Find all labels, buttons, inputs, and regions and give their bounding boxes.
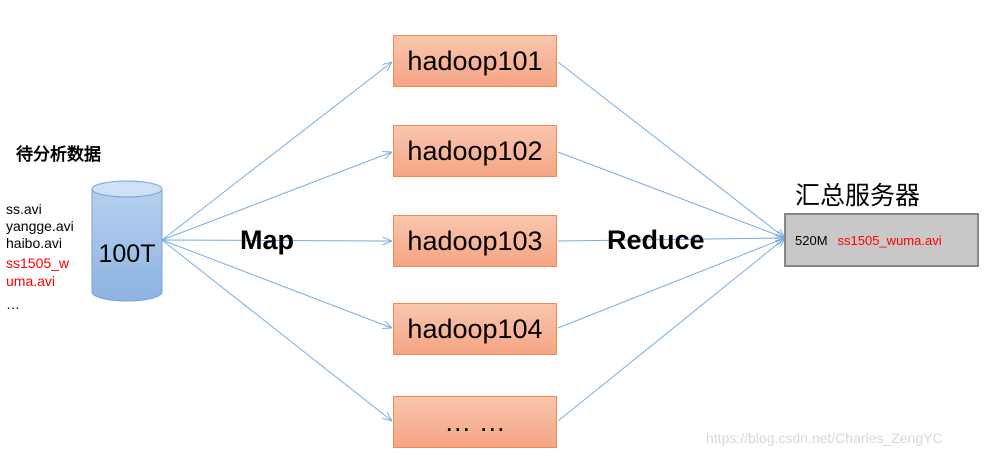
source-data-title: 待分析数据 (16, 145, 101, 164)
server-title: 汇总服务器 (795, 182, 921, 210)
result-size: 520M (795, 232, 828, 248)
map-arrow (161, 236, 393, 246)
node-hadoop104: hadoop104 (393, 303, 557, 355)
file-item: yangge.avi (6, 218, 74, 234)
database-cylinder-icon (91, 180, 163, 302)
map-arrow (161, 61, 393, 241)
map-label: Map (240, 225, 294, 255)
node-hadoop101: hadoop101 (393, 35, 557, 87)
node-more: … … (393, 396, 557, 448)
map-arrow (161, 239, 393, 422)
storage-label: 100T (98, 240, 156, 268)
file-item: haibo.avi (6, 235, 63, 251)
node-hadoop103: hadoop103 (393, 215, 557, 267)
watermark: https://blog.csdn.net/Charles_ZengYC (706, 430, 943, 446)
file-item-highlight: uma.avi (6, 273, 56, 289)
reduce-arrow (557, 237, 786, 422)
file-item: … (6, 296, 20, 312)
map-arrow (161, 151, 393, 241)
reduce-arrow (557, 61, 786, 239)
result-file: ss1505_wuma.avi (837, 232, 942, 248)
node-hadoop102: hadoop102 (393, 125, 557, 177)
summary-server-box: 520M ss1505_wuma.avi (784, 213, 979, 267)
map-arrow (161, 239, 393, 329)
file-item: ss.avi (6, 201, 42, 217)
reduce-label: Reduce (607, 225, 705, 255)
file-item-highlight: ss1505_w (6, 255, 70, 271)
